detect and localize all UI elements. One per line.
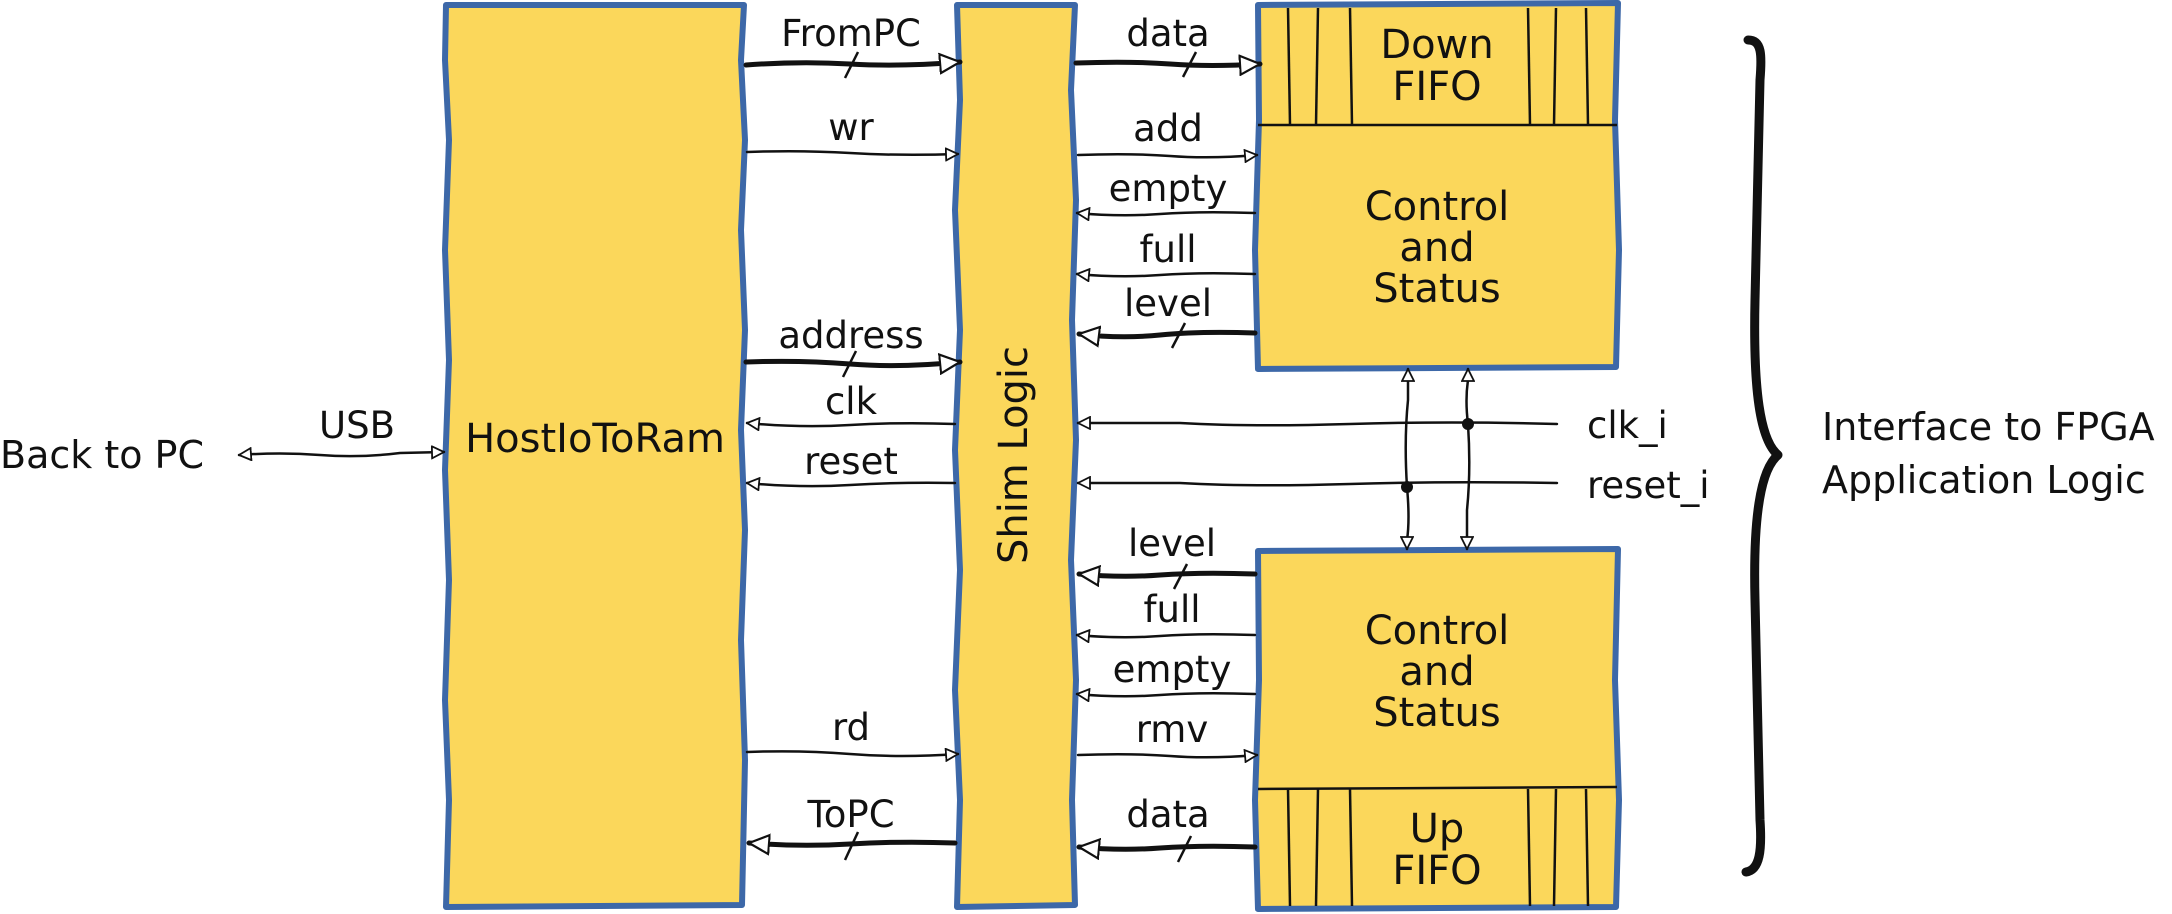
control-status-bottom-label-1: Control	[1365, 608, 1510, 654]
host-io-to-ram-block: HostIoToRam	[442, 2, 748, 910]
back-to-pc-label: Back to PC	[0, 433, 204, 477]
signal-frompc: FromPC	[743, 12, 963, 79]
host-io-to-ram-label: HostIoToRam	[465, 416, 725, 462]
empty-top-label: empty	[1109, 167, 1228, 210]
data-up-label: data	[1126, 793, 1209, 836]
down-fifo-label-1: Down	[1380, 22, 1493, 68]
control-status-bottom-label-2: and	[1399, 649, 1474, 695]
up-fifo-label-2: FIFO	[1392, 848, 1481, 894]
wr-label: wr	[828, 106, 874, 149]
signal-full-bottom: full	[1077, 588, 1257, 637]
full-bottom-label: full	[1143, 588, 1200, 631]
reset-i-line	[1076, 482, 1559, 485]
signal-empty-top: empty	[1077, 167, 1257, 215]
signal-clk: clk	[747, 380, 957, 426]
data-down-label: data	[1126, 12, 1209, 55]
up-fifo-label-1: Up	[1410, 806, 1465, 852]
shim-logic-block: Shim Logic	[952, 2, 1079, 910]
control-status-bottom-label-3: Status	[1373, 690, 1500, 736]
signal-level-top: level	[1076, 282, 1258, 349]
shim-top-signals: data add empty full level	[1073, 12, 1263, 349]
reset-i-label: reset_i	[1587, 464, 1710, 507]
signal-empty-bottom: empty	[1077, 648, 1257, 696]
signal-level-bottom: level	[1076, 522, 1258, 590]
add-label: add	[1133, 107, 1203, 150]
signal-address: address	[743, 314, 963, 378]
clk-i-line	[1076, 423, 1559, 426]
up-fifo-control-block: Control and Status Up FIFO	[1252, 546, 1622, 912]
level-top-label: level	[1124, 282, 1212, 325]
application-interface: Interface to FPGA Application Logic	[1741, 35, 2155, 877]
empty-bottom-label: empty	[1113, 648, 1232, 691]
interface-label-1: Interface to FPGA	[1822, 405, 2155, 449]
clock-reset-distribution: clk_i reset_i	[1076, 367, 1710, 551]
signal-full-top: full	[1077, 228, 1257, 276]
rmv-label: rmv	[1136, 708, 1209, 751]
usb-label: USB	[319, 404, 395, 447]
clk-i-label: clk_i	[1587, 404, 1668, 447]
signal-data-down: data	[1073, 12, 1263, 78]
signal-wr: wr	[745, 106, 960, 155]
rd-label: rd	[832, 706, 870, 749]
host-shim-signals: FromPC wr address clk reset rd ToPC	[743, 12, 963, 861]
shim-logic-label: Shim Logic	[991, 346, 1037, 564]
reset-label: reset	[804, 440, 898, 483]
up-fifo-slots	[1286, 788, 1590, 907]
usb-link: USB Back to PC	[0, 404, 446, 477]
level-bottom-label: level	[1128, 522, 1216, 565]
signal-data-up: data	[1076, 793, 1258, 863]
clk-drop-top	[1467, 367, 1469, 426]
reset-drop-bottom	[1407, 485, 1409, 551]
signal-rd: rd	[745, 706, 958, 756]
topc-label: ToPC	[806, 793, 894, 836]
interface-label-2: Application Logic	[1822, 458, 2146, 502]
clk-drop-bottom	[1467, 422, 1469, 551]
control-status-top-label-1: Control	[1365, 184, 1510, 230]
full-top-label: full	[1139, 228, 1196, 271]
reset-drop-top	[1406, 367, 1408, 489]
down-fifo-control-block: Down FIFO Control and Status	[1252, 0, 1622, 372]
signal-rmv: rmv	[1076, 708, 1257, 757]
control-status-top-label-3: Status	[1373, 266, 1500, 312]
right-brace	[1741, 35, 1783, 877]
clk-label: clk	[825, 380, 878, 423]
signal-reset: reset	[747, 440, 957, 486]
signal-add: add	[1076, 107, 1257, 157]
clk-junction	[1462, 418, 1474, 430]
shim-bottom-signals: level full empty rmv data	[1076, 522, 1258, 863]
frompc-label: FromPC	[781, 12, 921, 55]
down-fifo-label-2: FIFO	[1392, 64, 1481, 110]
reset-junction	[1401, 481, 1413, 493]
control-status-top-label-2: and	[1399, 225, 1474, 271]
address-label: address	[778, 314, 923, 357]
signal-topc: ToPC	[746, 793, 958, 861]
down-fifo-slots	[1286, 7, 1590, 126]
